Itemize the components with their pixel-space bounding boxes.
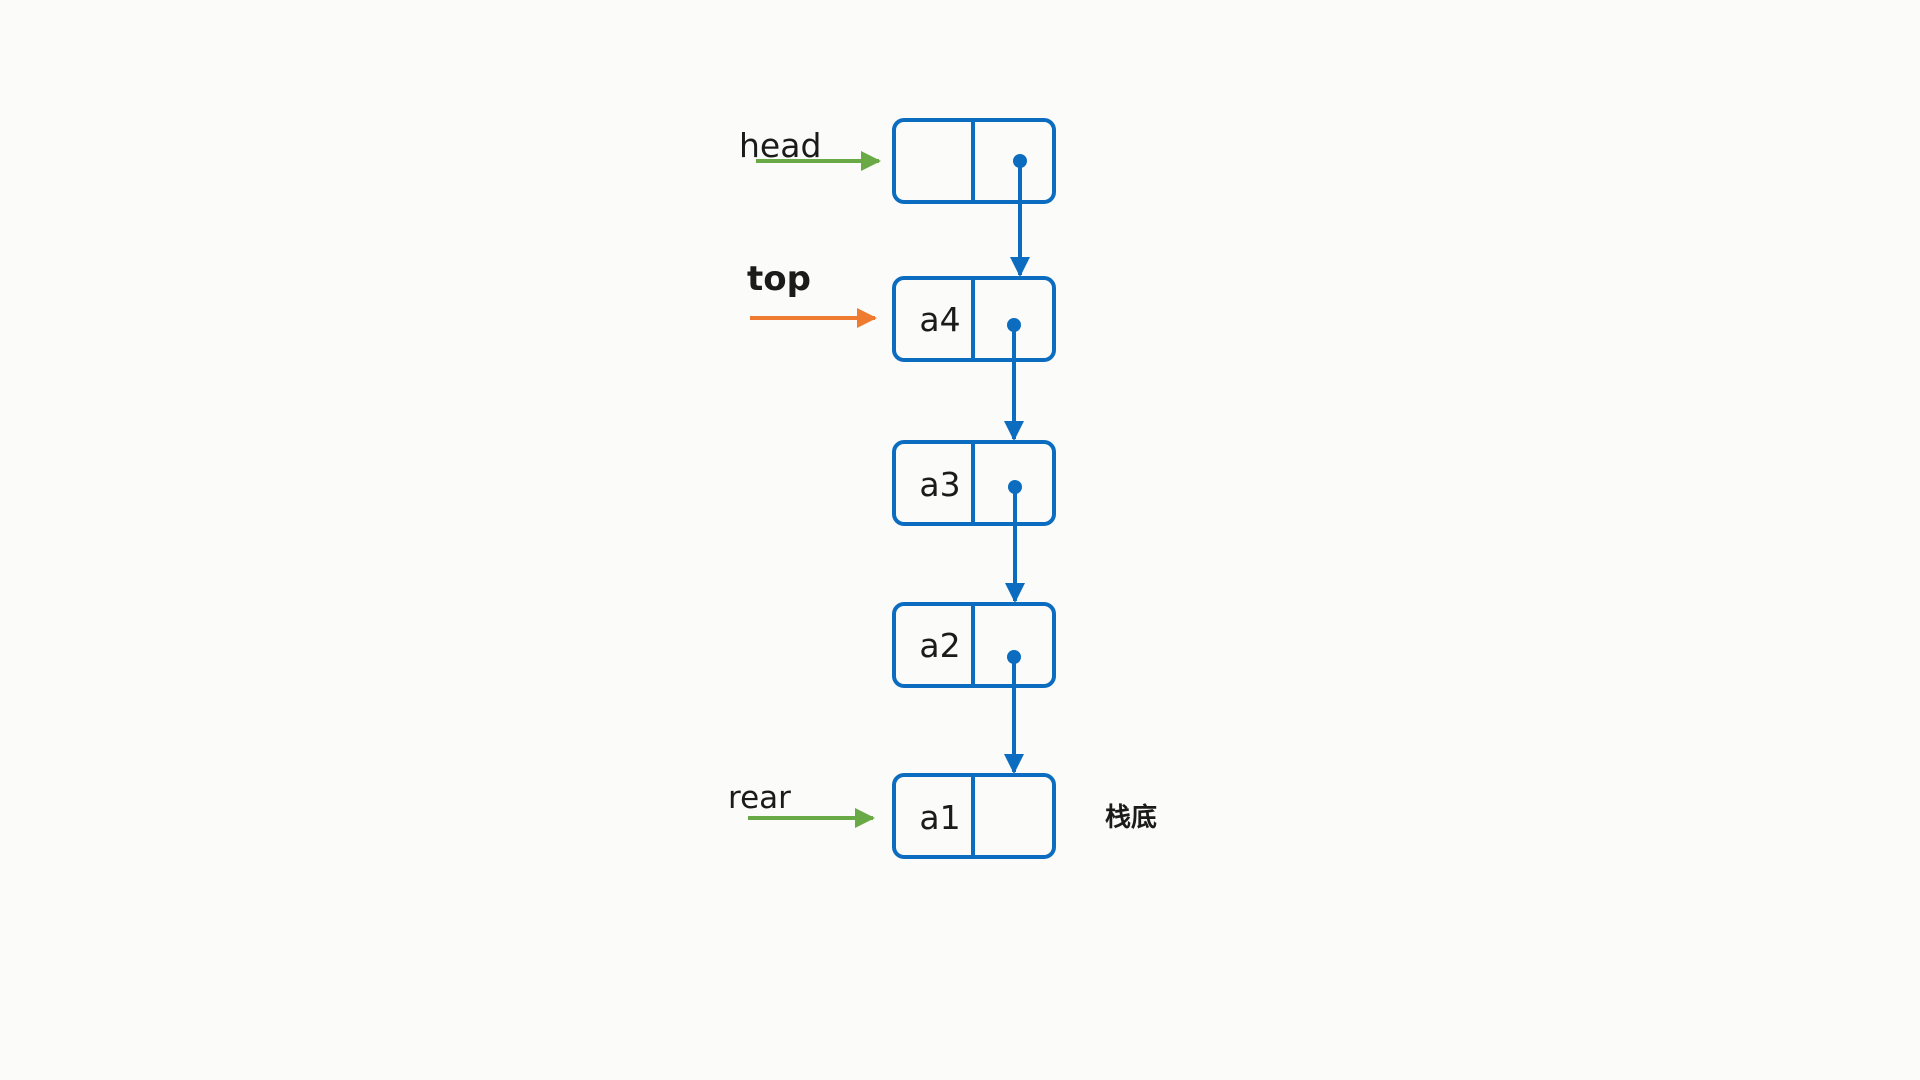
rear-pointer-label: rear — [728, 780, 791, 816]
node-a1: a1 — [892, 773, 1056, 859]
node-a3-value: a3 — [919, 465, 960, 504]
top-pointer-label: top — [747, 259, 811, 299]
node-a4-value: a4 — [919, 300, 960, 339]
node-a2-value: a2 — [919, 626, 960, 665]
head-pointer-label: head — [739, 126, 821, 165]
node-a1-value: a1 — [919, 798, 960, 837]
stack-bottom-label: 栈底 — [1105, 802, 1157, 833]
node-a2: a2 — [892, 602, 1056, 688]
node-a4: a4 — [892, 276, 1056, 362]
head-node — [892, 118, 1056, 204]
node-a3: a3 — [892, 440, 1056, 526]
